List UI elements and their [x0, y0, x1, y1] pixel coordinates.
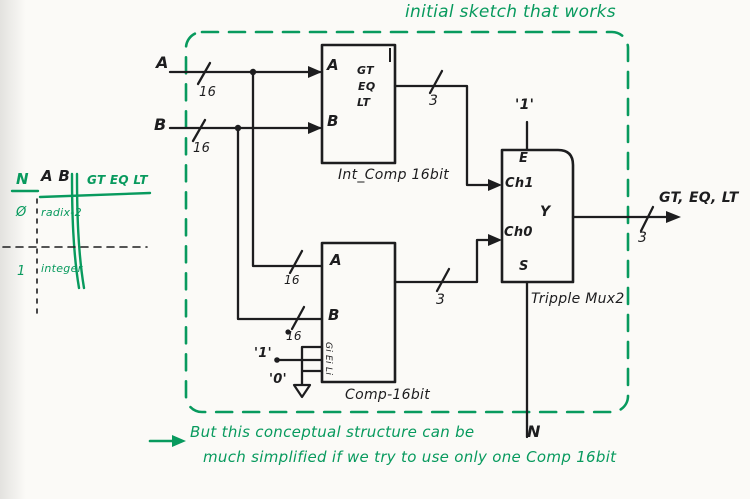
mux-port-ch0: Ch0	[504, 225, 533, 240]
wire-intcomp-to-ch1	[393, 84, 492, 187]
arrow-output	[666, 211, 681, 223]
intcomp-port-b: B	[327, 112, 339, 130]
arrow-b-in	[308, 122, 322, 134]
table-header-ab: A B	[41, 167, 71, 185]
wire-a-to-comp	[251, 70, 324, 268]
comp-b-width: 16	[286, 329, 302, 343]
mux-enable-const: '1'	[515, 97, 535, 113]
table-header-underline	[38, 191, 152, 199]
slash-b16	[191, 118, 207, 143]
mux-out-width: 3	[638, 230, 648, 246]
table-double-rule-1	[70, 172, 81, 290]
comp-caption: Comp-16bit	[345, 387, 430, 403]
junction-a	[249, 68, 257, 76]
mux-port-ch1: Ch1	[505, 176, 534, 191]
arrow-ch1-in	[488, 179, 502, 191]
dashed-boundary	[184, 30, 630, 414]
mux-port-y: Y	[540, 204, 551, 220]
junction-one	[274, 357, 280, 363]
intcomp-port-lt: LT	[357, 96, 371, 109]
table-row0-n: Ø	[16, 205, 27, 220]
arrow-a-in	[308, 66, 322, 78]
mux-select-label: N	[527, 422, 541, 441]
junction-b	[234, 124, 242, 132]
comp-port-gi: Gi	[323, 342, 333, 353]
intcomp-port-a: A	[327, 56, 339, 74]
input-a-width: 16	[199, 85, 217, 100]
table-header-results: GT EQ LT	[87, 173, 148, 187]
note-line2: much simplified if we try to use only on…	[203, 448, 617, 466]
note-line1: But this conceptual structure can be	[190, 423, 475, 441]
table-row1-n: 1	[17, 264, 26, 279]
intcomp-out-width: 3	[429, 93, 439, 109]
input-b-width: 16	[193, 141, 211, 156]
table-row1-mode: integer	[41, 262, 83, 275]
comp-port-b: B	[328, 306, 340, 324]
comp-box	[320, 241, 397, 384]
slash-mux-out3	[639, 205, 655, 233]
mux-port-e: E	[519, 151, 529, 166]
slash-comp-out3	[435, 267, 451, 293]
comp-const-one: '1'	[254, 346, 272, 361]
ink-dot	[285, 329, 291, 335]
comp-port-ei: Ei	[323, 355, 333, 364]
mux-box	[500, 148, 575, 284]
comp-a-width: 16	[284, 273, 300, 287]
slash-comp-b16	[290, 305, 306, 331]
paper-edge-shadow	[0, 0, 26, 499]
intcomp-port-gt: GT	[357, 64, 374, 77]
table-header-n: N	[16, 170, 29, 188]
table-double-rule-2	[75, 172, 86, 290]
slash-comp-a16	[288, 249, 304, 275]
int-comp-box	[320, 43, 397, 165]
sketch-title: initial sketch that works	[405, 2, 616, 22]
mux-port-s: S	[519, 259, 529, 274]
wire-comp-to-ch0	[393, 238, 492, 284]
output-label: GT, EQ, LT	[659, 190, 739, 206]
input-b-label: B	[154, 115, 167, 134]
wire-gi-li-to-zero	[300, 345, 324, 386]
arrow-ch0-in	[488, 234, 502, 246]
table-row0-mode: radix-2	[41, 206, 82, 219]
ground-symbol	[292, 383, 312, 399]
mux-caption: Tripple Mux2	[531, 291, 625, 307]
comp-const-zero: '0'	[269, 372, 287, 387]
note-arrow-head	[172, 435, 186, 447]
comp-port-a: A	[330, 251, 342, 269]
comp-port-li: Li	[323, 367, 333, 376]
slash-a16	[196, 61, 212, 86]
intcomp-port-eq: EQ	[358, 80, 376, 93]
input-a-label: A	[156, 53, 169, 72]
slash-intcomp-out3	[428, 69, 444, 95]
wire-b-to-comp	[236, 126, 324, 321]
comp-out-width: 3	[436, 292, 446, 308]
intcomp-caption: Int_Comp 16bit	[338, 167, 450, 183]
